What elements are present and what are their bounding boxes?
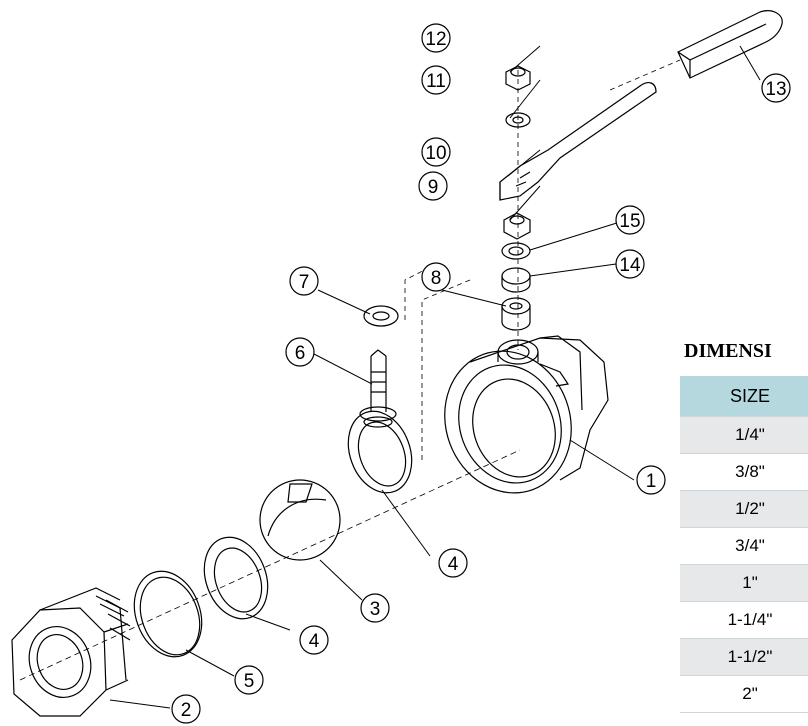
callout-11: 11 <box>421 65 451 95</box>
top-nut-part <box>505 65 531 91</box>
callout-1: 1 <box>636 465 666 495</box>
callout-10: 10 <box>421 137 451 167</box>
svg-text:14: 14 <box>619 255 641 276</box>
end-cap-part <box>11 587 131 717</box>
callout-9: 9 <box>418 171 448 201</box>
size-cell: 1/2" <box>680 490 808 528</box>
svg-text:1: 1 <box>646 471 657 492</box>
size-cell: 3/4" <box>680 527 808 565</box>
stem-guide-line-2 <box>421 279 471 460</box>
callout-3: 3 <box>360 593 390 623</box>
axis-line <box>19 449 521 681</box>
svg-text:5: 5 <box>244 671 255 692</box>
size-cell: 1/4" <box>680 416 808 454</box>
size-column-header: SIZE <box>680 376 808 417</box>
handle-axis-line <box>609 59 681 91</box>
svg-text:15: 15 <box>619 211 640 232</box>
callout-13: 13 <box>761 73 791 103</box>
svg-text:11: 11 <box>426 71 446 92</box>
svg-text:7: 7 <box>299 272 310 293</box>
leader-lines <box>109 45 761 709</box>
svg-text:8: 8 <box>431 268 442 289</box>
seat-left-part <box>203 536 269 620</box>
size-table: SIZE 1/4" 3/8" 1/2" 3/4" 1" 1-1/4" 1-1/2… <box>680 376 808 713</box>
svg-text:9: 9 <box>428 177 439 198</box>
svg-text:4: 4 <box>448 554 459 575</box>
gasket-part <box>133 570 203 658</box>
svg-text:6: 6 <box>295 343 306 364</box>
callout-12: 12 <box>421 23 451 53</box>
callout-4-left: 4 <box>299 625 329 655</box>
table-header-row: SIZE <box>680 376 808 417</box>
stem-nut-part <box>503 212 531 240</box>
size-cell: 3/8" <box>680 453 808 491</box>
packing-ring-part <box>501 267 531 293</box>
table-row: 1" <box>680 564 808 602</box>
svg-text:10: 10 <box>425 143 446 164</box>
ball-part <box>259 479 341 561</box>
table-row: 1-1/2" <box>680 638 808 676</box>
callout-2: 2 <box>171 694 201 724</box>
svg-text:4: 4 <box>309 631 320 652</box>
table-row: 1/2" <box>680 490 808 528</box>
table-row: 1-1/4" <box>680 601 808 639</box>
table-row: 3/8" <box>680 453 808 491</box>
callouts: 1 2 3 4 4 5 6 7 8 9 10 11 12 13 14 15 <box>171 23 791 724</box>
stem-washer-part <box>501 242 531 260</box>
callout-7: 7 <box>289 266 319 296</box>
valve-body-part <box>444 335 609 494</box>
callout-8: 8 <box>421 262 451 292</box>
handle-part <box>499 82 657 201</box>
seat-right-part <box>347 410 413 494</box>
size-cell: 1" <box>680 564 808 602</box>
size-cell: 2" <box>680 675 808 713</box>
handle-grip-part <box>677 10 783 79</box>
table-row: 3/4" <box>680 527 808 565</box>
size-cell: 1-1/4" <box>680 601 808 639</box>
gland-part <box>501 297 531 331</box>
table-row: 1/4" <box>680 416 808 454</box>
top-washer-part <box>505 112 531 128</box>
callout-4-right: 4 <box>438 548 468 578</box>
callout-5: 5 <box>234 665 264 695</box>
svg-text:2: 2 <box>181 700 192 721</box>
table-title: DIMENSI <box>684 340 772 362</box>
callout-6: 6 <box>285 337 315 367</box>
callout-15: 15 <box>615 205 645 235</box>
svg-text:12: 12 <box>425 29 446 50</box>
callout-14: 14 <box>615 249 645 279</box>
size-cell: 1-1/2" <box>680 638 808 676</box>
stem-part <box>359 349 397 428</box>
svg-text:3: 3 <box>370 599 381 620</box>
stem-thrust-washer-part <box>363 305 399 327</box>
table-row: 2" <box>680 675 808 713</box>
svg-text:13: 13 <box>765 79 786 100</box>
